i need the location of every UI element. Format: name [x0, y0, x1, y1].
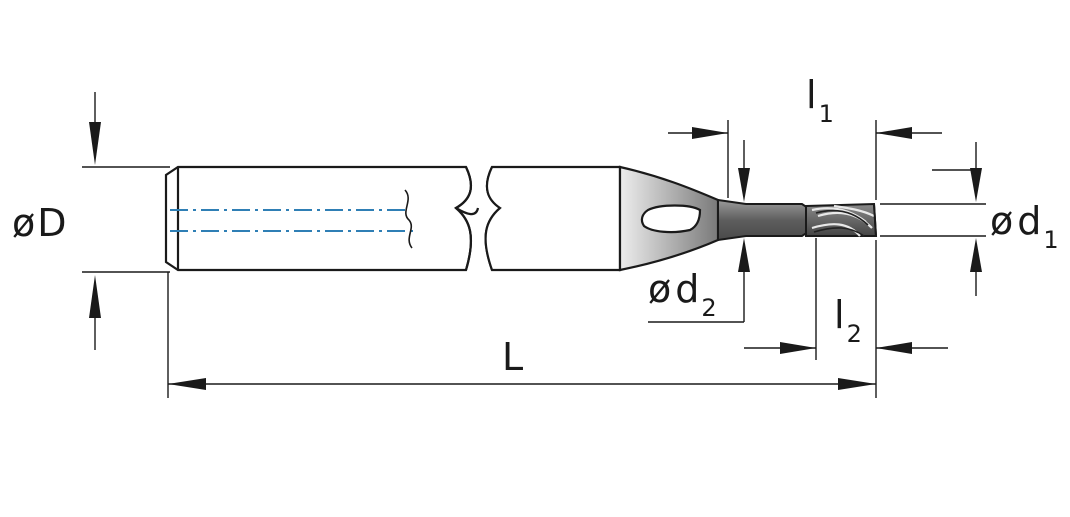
dim-l1: [668, 120, 942, 200]
centerline-break-mark: [404, 189, 413, 249]
label-l1: l1: [806, 73, 834, 128]
label-L: L: [502, 335, 523, 379]
shank-centerlines: [170, 209, 414, 232]
taper: [618, 165, 720, 272]
cutter: [805, 202, 878, 237]
shank-right: [484, 165, 622, 272]
dim-D: [82, 92, 170, 350]
dim-l2: [744, 238, 948, 360]
taper-flat-slot: [640, 204, 702, 234]
dim-d1: [880, 142, 986, 296]
label-D: øD: [12, 201, 67, 245]
dim-L: [167, 240, 877, 398]
dim-d2: [648, 140, 750, 323]
neck: [717, 198, 809, 242]
label-l2: l2: [834, 293, 862, 348]
shank-left: [164, 165, 473, 272]
